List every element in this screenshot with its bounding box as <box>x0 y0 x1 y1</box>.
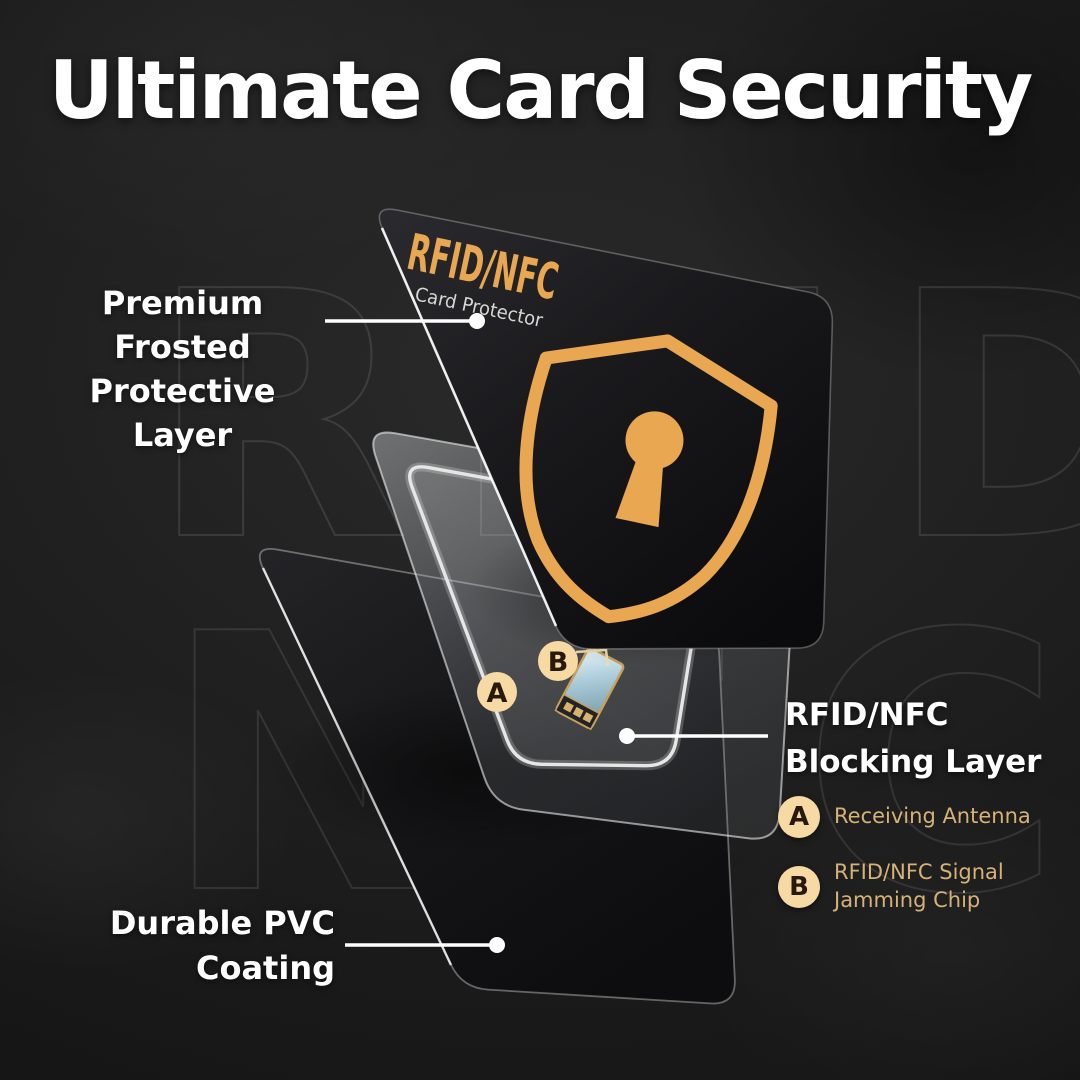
leader-dot-blocking <box>619 728 635 744</box>
callout-blocking-line1: RFID/NFC <box>785 697 949 733</box>
callout-frosted-label: Premium Frosted Protective Layer <box>35 281 330 458</box>
legend-item-chip: B RFID/NFC Signal Jamming Chip <box>778 859 1031 914</box>
legend-item-antenna: A Receiving Antenna <box>778 796 1031 838</box>
callout-blocking-line2: Blocking Layer <box>785 743 1042 780</box>
marker-a-badge: A <box>477 672 517 712</box>
callout-blocking-label: RFID/NFC Blocking Layer <box>785 692 1041 785</box>
jamming-chip <box>554 646 625 731</box>
legend-badge-a: A <box>778 796 820 838</box>
keyhole-icon <box>615 411 684 528</box>
page-title: Ultimate Card Security <box>48 44 1034 137</box>
leader-dot-pvc <box>489 937 505 953</box>
callout-pvc-line2: Coating <box>195 948 335 987</box>
protector-card <box>378 208 834 650</box>
protector-card-edge-highlight <box>380 227 558 627</box>
legend-label-antenna: Receiving Antenna <box>834 804 1031 829</box>
marker-b-letter: B <box>548 647 569 678</box>
legend: A Receiving Antenna B RFID/NFC Signal Ja… <box>778 796 1031 935</box>
callout-pvc-label: Durable PVC Coating <box>100 901 335 991</box>
leader-dot-frosted <box>469 313 485 329</box>
legend-label-chip: RFID/NFC Signal Jamming Chip <box>834 859 1004 914</box>
callout-frosted-line1: Premium Frosted <box>101 284 264 367</box>
marker-a-letter: A <box>487 678 508 709</box>
marker-b-badge: B <box>538 641 578 681</box>
legend-label-chip-line2: Jamming Chip <box>834 887 981 912</box>
callout-frosted-line2: Protective Layer <box>89 372 276 455</box>
callout-pvc-line1: Durable PVC <box>109 904 335 942</box>
legend-badge-b: B <box>778 865 820 908</box>
legend-label-chip-line1: RFID/NFC Signal <box>834 860 1004 884</box>
shield-icon <box>519 334 778 624</box>
